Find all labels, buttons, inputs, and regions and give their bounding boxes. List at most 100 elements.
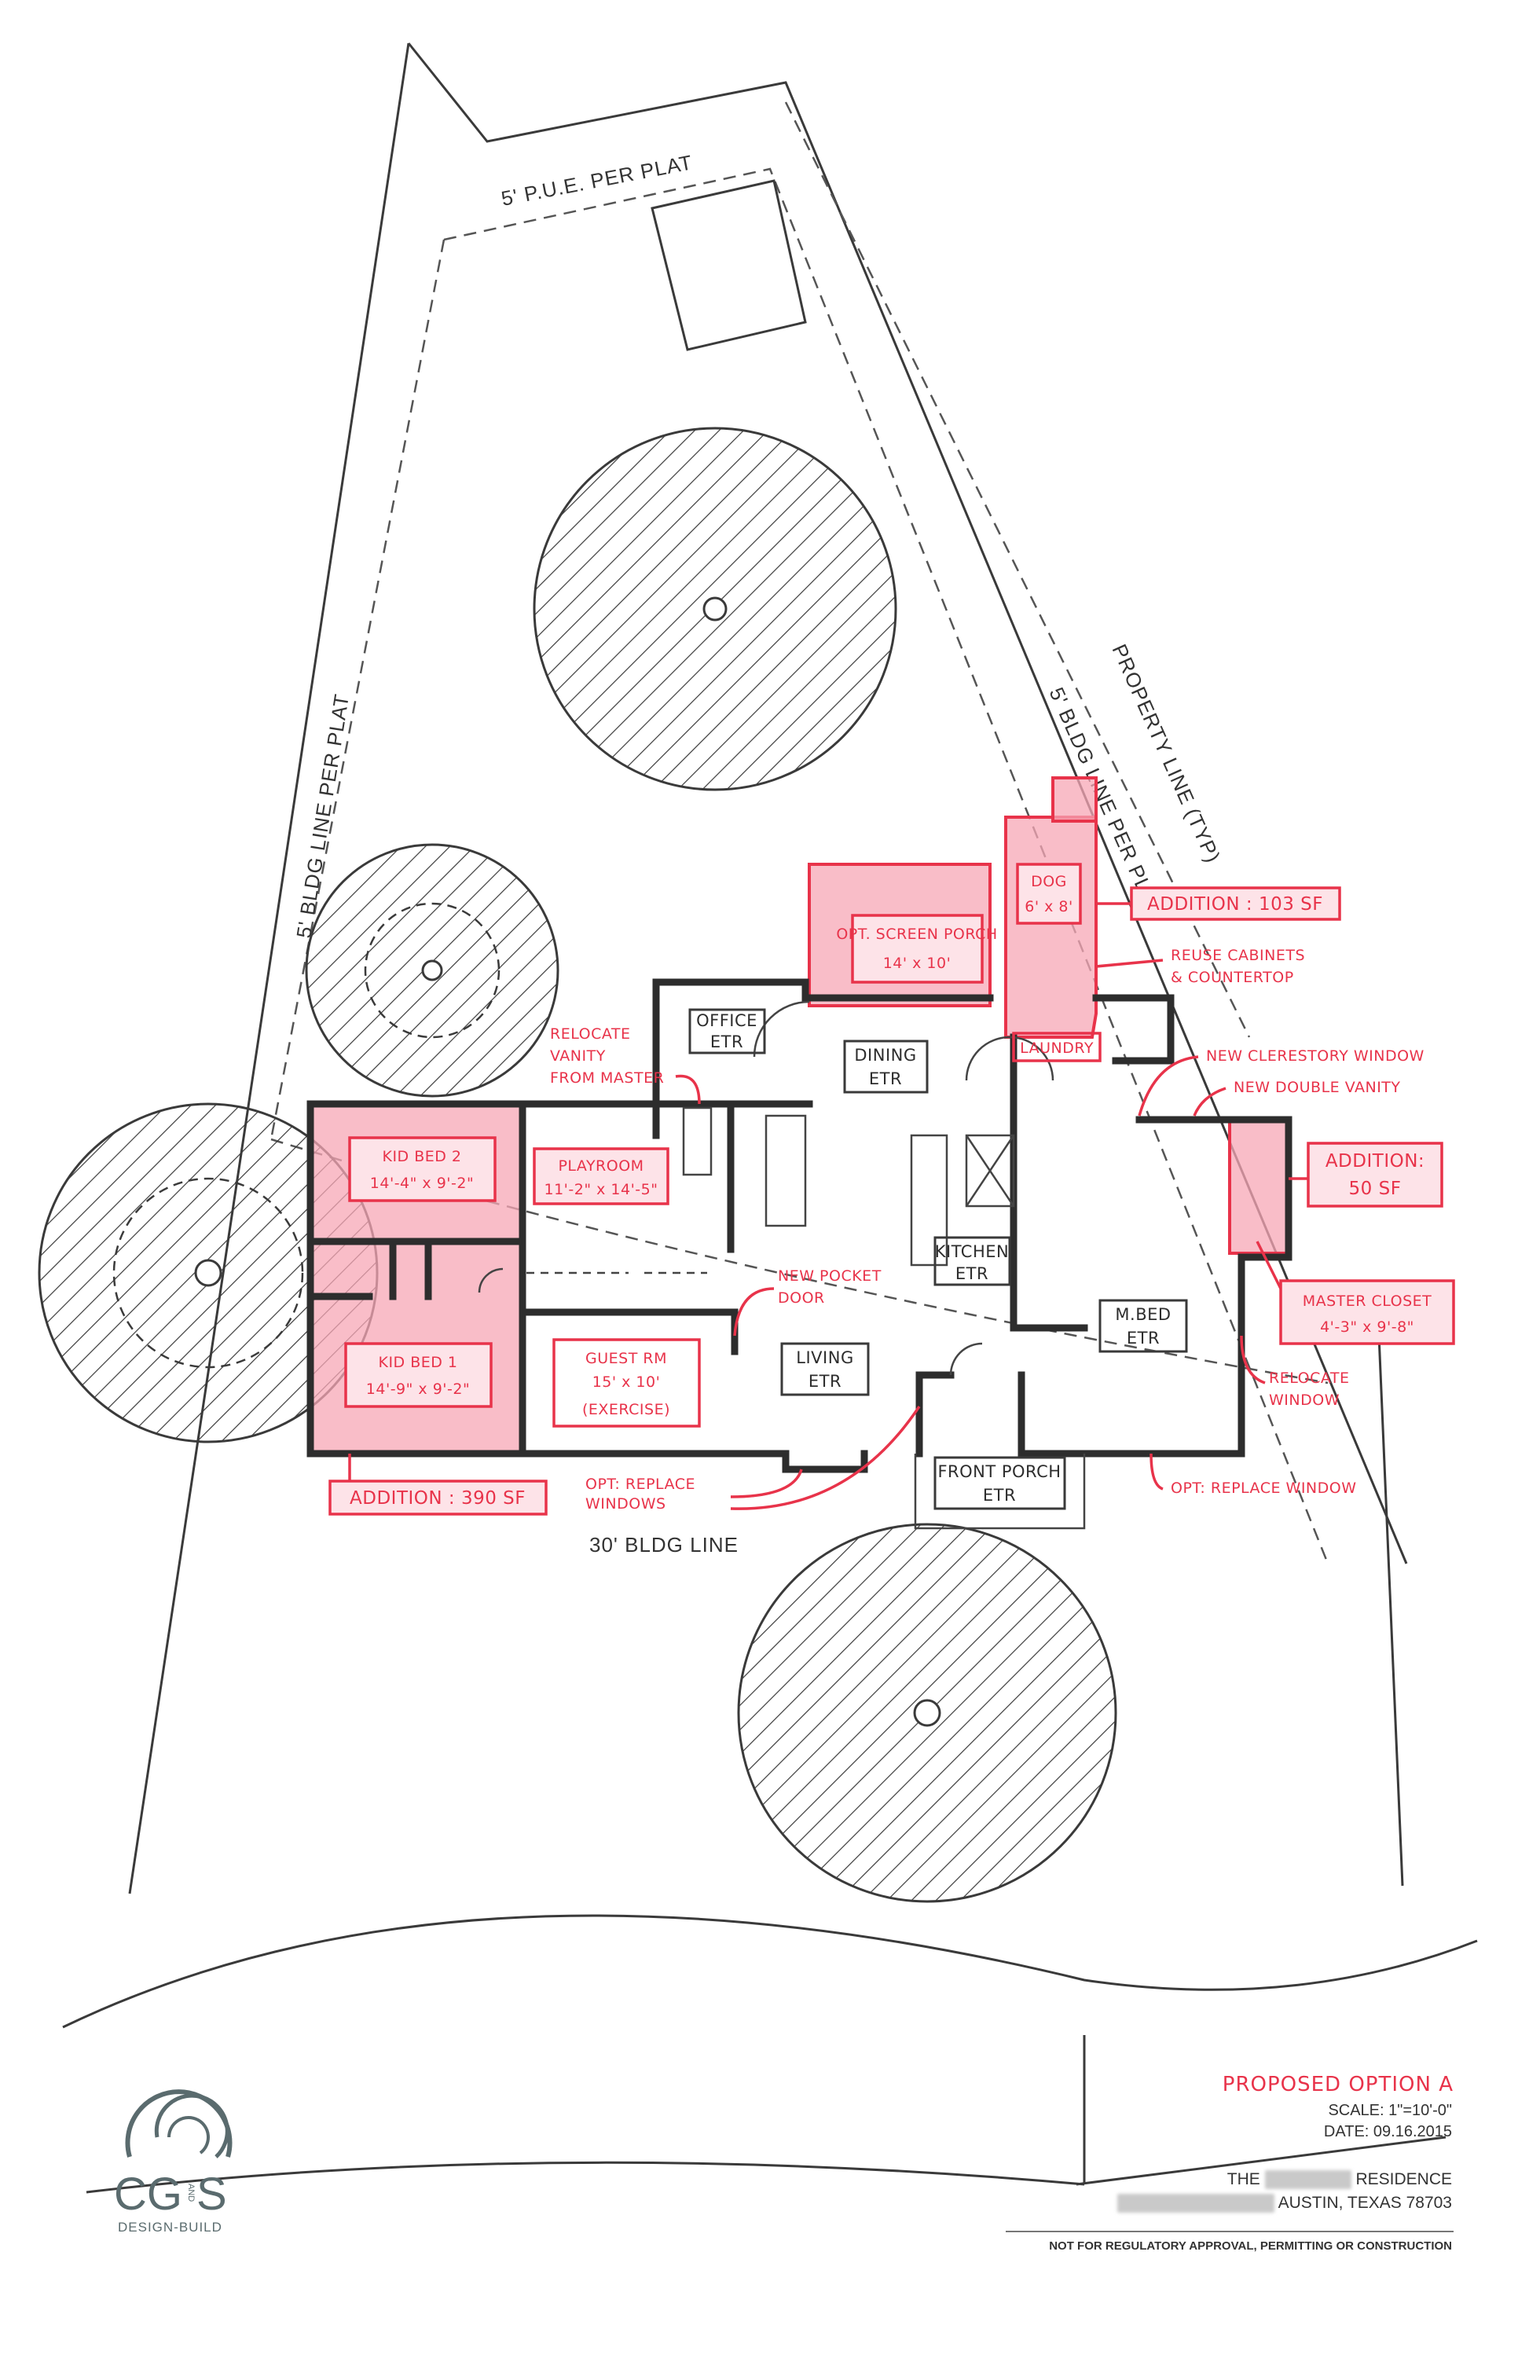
residence-name: THE RESIDENCE: [1227, 2170, 1452, 2189]
room-kid-bed-1: KID BED 1 14'-9" x 9'-2": [344, 1342, 493, 1408]
note-relocate-window: RELOCATE WINDOW: [1240, 1335, 1349, 1409]
city-label: AUSTIN, TEXAS 78703: [1278, 2194, 1452, 2212]
svg-text:LIVING: LIVING: [796, 1348, 853, 1367]
residence-address: AUSTIN, TEXAS 78703: [1116, 2194, 1452, 2213]
svg-text:ADDITION : 390 SF: ADDITION : 390 SF: [350, 1488, 526, 1509]
svg-text:14'-4" x 9'-2": 14'-4" x 9'-2": [370, 1175, 474, 1192]
company-logo: CG AND S DESIGN-BUILD: [114, 2089, 233, 2235]
note-new-clerestory: NEW CLERESTORY WINDOW: [1138, 1047, 1424, 1117]
svg-text:KITCHEN: KITCHEN: [935, 1242, 1010, 1261]
svg-text:(EXERCISE): (EXERCISE): [582, 1401, 670, 1418]
existing-shed: [651, 179, 807, 351]
svg-text:ETR: ETR: [983, 1486, 1016, 1505]
svg-text:ETR: ETR: [1127, 1329, 1160, 1348]
svg-text:GUEST RM: GUEST RM: [585, 1350, 667, 1367]
svg-text:NEW CLERESTORY WINDOW: NEW CLERESTORY WINDOW: [1206, 1047, 1424, 1065]
tree-left-small: [305, 843, 559, 1098]
svg-text:4'-3" x 9'-8": 4'-3" x 9'-8": [1320, 1318, 1414, 1336]
svg-text:VANITY: VANITY: [550, 1047, 606, 1065]
svg-text:14' x 10': 14' x 10': [883, 955, 952, 972]
svg-text:ETR: ETR: [710, 1032, 743, 1051]
svg-text:KID BED 2: KID BED 2: [382, 1148, 461, 1165]
redacted-street: [1116, 2194, 1274, 2213]
svg-text:S: S: [196, 2169, 227, 2220]
note-relocate-vanity: RELOCATE VANITY FROM MASTER: [550, 1025, 701, 1105]
note-opt-replace-window: OPT: REPLACE WINDOW: [1150, 1453, 1357, 1497]
svg-text:DOOR: DOOR: [778, 1289, 825, 1307]
svg-text:LAUNDRY: LAUNDRY: [1020, 1040, 1094, 1057]
svg-text:FROM MASTER: FROM MASTER: [550, 1069, 664, 1087]
house-walls: [478, 978, 1292, 1530]
svg-text:NEW POCKET: NEW POCKET: [778, 1267, 882, 1285]
addition-dog-laundry: [1004, 816, 1098, 1039]
room-kid-bed-2: KID BED 2 14'-4" x 9'-2": [348, 1136, 497, 1202]
svg-text:FRONT PORCH: FRONT PORCH: [937, 1462, 1061, 1481]
svg-text:CG: CG: [114, 2169, 182, 2220]
svg-text:NEW DOUBLE VANITY: NEW DOUBLE VANITY: [1234, 1079, 1401, 1096]
svg-text:ETR: ETR: [808, 1372, 842, 1391]
room-master-bed: M.BED ETR: [1098, 1299, 1188, 1353]
room-guest: GUEST RM 15' x 10' (EXERCISE): [552, 1338, 701, 1428]
svg-text:MASTER CLOSET: MASTER CLOSET: [1303, 1293, 1432, 1310]
redacted-name: [1264, 2170, 1351, 2189]
svg-text:DOG: DOG: [1031, 873, 1067, 890]
svg-text:11'-2" x 14'-5": 11'-2" x 14'-5": [544, 1181, 658, 1198]
note-reuse-cabinets: REUSE CABINETS & COUNTERTOP: [1095, 947, 1305, 986]
room-playroom: PLAYROOM 11'-2" x 14'-5": [533, 1147, 669, 1205]
room-front-porch: FRONT PORCH ETR: [933, 1456, 1066, 1510]
note-addition-390: ADDITION : 390 SF: [328, 1454, 548, 1516]
svg-text:KID BED 1: KID BED 1: [378, 1354, 457, 1371]
note-opt-replace-windows: OPT: REPLACE WINDOWS: [585, 1406, 921, 1513]
addition-master-closet: [1228, 1118, 1290, 1255]
date-label: DATE: 09.16.2015: [1323, 2123, 1452, 2140]
room-screen-porch: OPT. SCREEN PORCH 14' x 10': [836, 914, 997, 984]
note-addition-50: ADDITION: 50 SF: [1289, 1142, 1443, 1208]
disclaimer: NOT FOR REGULATORY APPROVAL, PERMITTING …: [1049, 2239, 1452, 2253]
note-master-closet: MASTER CLOSET 4'-3" x 9'-8": [1256, 1241, 1455, 1345]
svg-text:14'-9" x 9'-2": 14'-9" x 9'-2": [366, 1381, 470, 1398]
setback-lines: [270, 101, 1329, 1564]
scale-label: SCALE: 1"=10'-0": [1328, 2102, 1452, 2119]
svg-text:DESIGN-BUILD: DESIGN-BUILD: [118, 2220, 222, 2235]
room-laundry: LAUNDRY: [1012, 1032, 1102, 1062]
svg-text:M.BED: M.BED: [1115, 1305, 1171, 1324]
svg-text:ADDITION : 103 SF: ADDITION : 103 SF: [1147, 894, 1323, 915]
tree-left-large: [38, 1102, 379, 1443]
svg-text:AND: AND: [186, 2184, 196, 2202]
svg-text:RELOCATE: RELOCATE: [1269, 1370, 1349, 1387]
front-bldg-line-label: 30' BLDG LINE: [589, 1533, 739, 1557]
svg-text:6' x 8': 6' x 8': [1025, 898, 1072, 915]
room-living: LIVING ETR: [780, 1342, 870, 1396]
svg-text:50 SF: 50 SF: [1349, 1179, 1402, 1199]
note-addition-103: ADDITION : 103 SF: [1096, 886, 1341, 921]
svg-text:OPT: REPLACE: OPT: REPLACE: [585, 1476, 695, 1493]
svg-text:ETR: ETR: [869, 1069, 902, 1088]
room-office: OFFICE ETR: [688, 1008, 766, 1054]
tree-top: [533, 427, 897, 791]
svg-text:REUSE CABINETS: REUSE CABINETS: [1171, 947, 1305, 964]
svg-text:RELOCATE: RELOCATE: [550, 1025, 630, 1043]
svg-text:ADDITION:: ADDITION:: [1326, 1151, 1424, 1172]
note-new-double-vanity: NEW DOUBLE VANITY: [1193, 1079, 1401, 1117]
option-label: PROPOSED OPTION A: [1222, 2073, 1454, 2096]
residence-suffix: RESIDENCE: [1355, 2170, 1452, 2188]
svg-text:OFFICE: OFFICE: [696, 1011, 757, 1030]
svg-text:WINDOWS: WINDOWS: [585, 1495, 666, 1513]
svg-text:PLAYROOM: PLAYROOM: [558, 1157, 644, 1175]
svg-text:OPT: REPLACE WINDOW: OPT: REPLACE WINDOW: [1171, 1480, 1357, 1497]
svg-text:15' x 10': 15' x 10': [592, 1373, 661, 1391]
room-dog: DOG 6' x 8': [1016, 863, 1082, 925]
tree-front: [737, 1523, 1117, 1903]
svg-text:OPT. SCREEN PORCH: OPT. SCREEN PORCH: [836, 926, 997, 943]
svg-text:DINING: DINING: [854, 1046, 916, 1065]
room-dining: DINING ETR: [843, 1040, 929, 1094]
svg-text:ETR: ETR: [955, 1264, 988, 1283]
kid-bed-walls: [306, 1100, 526, 1458]
svg-text:& COUNTERTOP: & COUNTERTOP: [1171, 969, 1294, 986]
pue-label: 5' P.U.E. PER PLAT: [499, 150, 695, 211]
note-new-pocket-door: NEW POCKET DOOR: [733, 1267, 882, 1337]
residence-prefix: THE: [1226, 2170, 1260, 2188]
room-kitchen: KITCHEN ETR: [933, 1236, 1011, 1286]
svg-text:WINDOW: WINDOW: [1269, 1392, 1340, 1409]
